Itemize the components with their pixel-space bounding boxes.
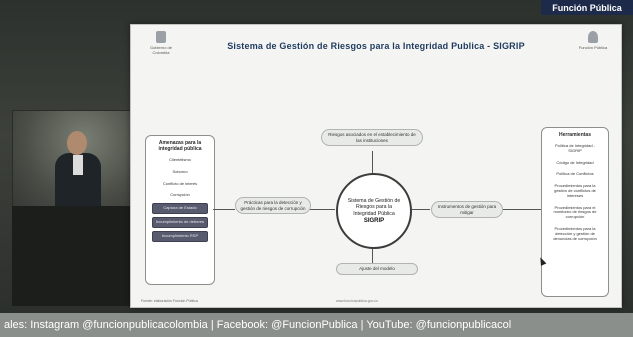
government-logo: Gobierno de Colombia [143, 31, 179, 55]
presenter-camera-view [12, 110, 132, 208]
tool-item: Código de Integridad [548, 158, 602, 168]
threat-item-highlight: Incumplimiento RSP [152, 230, 208, 242]
risks-bubble: Riesgos asociados en el establecimiento … [321, 129, 423, 147]
tool-item: Política de Conflictos [548, 170, 602, 180]
sigrip-center-text: Sistema de Gestión de Riesgos para la In… [347, 197, 401, 217]
connector-line [307, 209, 335, 210]
channel-brand-label: Función Pública [541, 0, 633, 15]
connector-line [497, 209, 541, 210]
threat-item-highlight: Incumplimiento de deberes [152, 216, 208, 228]
connector-line [372, 151, 373, 173]
colombia-seal-icon [156, 31, 166, 43]
social-media-ticker: ales: Instagram @funcionpublicacolombia … [0, 313, 633, 337]
connector-line [213, 209, 235, 210]
funcion-publica-logo: Función Pública [575, 31, 611, 50]
tools-panel-title: Herramientas [559, 132, 591, 138]
tool-item: Procedimientos para la detección y gesti… [548, 224, 602, 244]
threat-item: Conflicto de interés [152, 179, 208, 189]
threat-item: Corrupción [152, 191, 208, 201]
government-logo-text: Gobierno de Colombia [149, 45, 172, 55]
sigrip-center-node: Sistema de Gestión de Riesgos para la In… [336, 173, 412, 249]
presenter-figure [53, 131, 103, 207]
sigrip-acronym: SIGRIP [363, 218, 385, 225]
slide-title: Sistema de Gestión de Riesgos para la In… [227, 41, 525, 51]
presenter-shirt [73, 155, 83, 175]
model-adjustment-bubble: Ajuste del modelo [336, 263, 418, 275]
practices-bubble: Prácticas para la detección y gestión de… [235, 197, 311, 215]
instruments-bubble: Instrumentos de gestión para mitigar [431, 201, 503, 219]
connector-line [410, 209, 430, 210]
tool-item: Procedimientos para el monitoreo de ries… [548, 203, 602, 222]
slide-source-note: Fuente: elaboración Función Pública [141, 299, 198, 303]
funcion-publica-seal-icon [588, 31, 598, 43]
connector-line [372, 245, 373, 263]
camera-shadow-area [12, 206, 130, 306]
threat-item: Clientelismo [152, 156, 208, 165]
funcion-publica-logo-text: Función Pública [578, 45, 608, 50]
tool-item: Procedimientos para la gestión de confli… [548, 182, 602, 201]
tools-panel: Herramientas Política de Integridad - SI… [541, 127, 609, 297]
threats-panel: Amenazas para la integridad pública Clie… [145, 135, 215, 285]
tool-item: Política de Integridad - SIGRIP [548, 142, 602, 156]
presenter-head [67, 131, 87, 155]
threat-item: Soborno [152, 167, 208, 177]
presentation-slide: Gobierno de Colombia Sistema de Gestión … [130, 24, 622, 308]
threat-item-highlight: Captura de Estado [152, 203, 208, 214]
slide-footer-url: www.funcionpublica.gov.co [336, 299, 378, 303]
threats-panel-title: Amenazas para la integridad pública [158, 140, 202, 152]
